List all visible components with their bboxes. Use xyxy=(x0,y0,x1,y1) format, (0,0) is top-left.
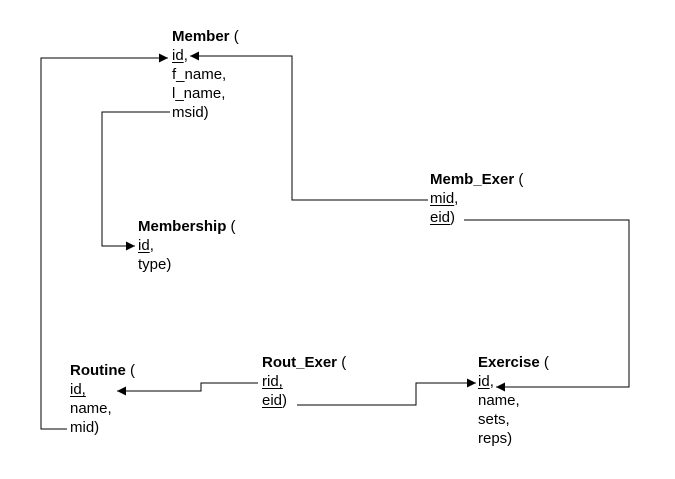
field-key: mid, xyxy=(430,189,523,208)
key-text: mid xyxy=(430,190,455,207)
field-separator: ) xyxy=(450,209,456,226)
field: sets, xyxy=(478,411,510,428)
connector-rout-exer-rid-to-routine-id xyxy=(117,382,258,396)
entity-title: Routine ( xyxy=(70,361,135,380)
field: name, xyxy=(70,400,112,417)
field: reps) xyxy=(478,430,513,447)
field: name, xyxy=(478,392,520,409)
key-text: rid, xyxy=(262,373,283,390)
field-key: rid, xyxy=(262,372,346,391)
field-primary-key: id, xyxy=(478,372,549,391)
entity-title: Rout_Exer ( xyxy=(262,353,346,372)
field-separator: , xyxy=(149,237,154,254)
entity-name: Exercise xyxy=(478,354,540,371)
field-separator: , xyxy=(454,190,459,207)
entity-name: Membership xyxy=(138,218,227,235)
field: type) xyxy=(138,256,172,273)
connector-memb-exer-mid-to-member-id xyxy=(190,51,428,201)
entity-name: Memb_Exer xyxy=(430,171,515,188)
primary-key-text: id xyxy=(172,47,184,64)
entity-paren: ( xyxy=(337,354,347,371)
entity-membership: Membership ( id, type) xyxy=(138,217,236,274)
connector-rout-exer-eid-to-exercise-id xyxy=(297,378,476,406)
entity-title: Exercise ( xyxy=(478,353,549,372)
field-separator: ) xyxy=(282,392,288,409)
primary-key-text: id xyxy=(478,373,490,390)
entity-memb-exer: Memb_Exer ( mid, eid) xyxy=(430,170,523,227)
entity-paren: ( xyxy=(226,218,236,235)
field-key: eid) xyxy=(262,391,346,410)
primary-key-text: id, xyxy=(70,381,86,398)
connector-routine-mid-to-member-id xyxy=(40,53,168,430)
field: mid) xyxy=(70,419,100,436)
entity-paren: ( xyxy=(539,354,549,371)
field: f_name, xyxy=(172,66,227,83)
primary-key-text: id xyxy=(138,237,150,254)
field-primary-key: id, xyxy=(70,380,135,399)
entity-name: Member xyxy=(172,28,230,45)
entity-name: Rout_Exer xyxy=(262,354,338,371)
entity-title: Membership ( xyxy=(138,217,236,236)
entity-title: Memb_Exer ( xyxy=(430,170,523,189)
field-separator: , xyxy=(489,373,494,390)
entity-member: Member ( id, f_name, l_name, msid) xyxy=(172,27,239,122)
entity-paren: ( xyxy=(514,171,524,188)
field-primary-key: id, xyxy=(138,236,236,255)
entity-rout-exer: Rout_Exer ( rid, eid) xyxy=(262,353,346,410)
entity-paren: ( xyxy=(125,362,135,379)
key-text: eid xyxy=(262,392,283,409)
field: l_name, xyxy=(172,85,226,102)
connector-member-msid-to-membership-id xyxy=(101,111,170,251)
connector-memb-exer-eid-to-exercise-id xyxy=(464,219,630,392)
entity-routine: Routine ( id, name, mid) xyxy=(70,361,135,437)
field-primary-key: id, xyxy=(172,46,239,65)
entity-exercise: Exercise ( id, name, sets, reps) xyxy=(478,353,549,448)
key-text: eid xyxy=(430,209,451,226)
entity-name: Routine xyxy=(70,362,126,379)
field-separator: , xyxy=(183,47,188,64)
entity-paren: ( xyxy=(229,28,239,45)
entity-title: Member ( xyxy=(172,27,239,46)
field: msid) xyxy=(172,104,209,121)
field-key: eid) xyxy=(430,208,523,227)
